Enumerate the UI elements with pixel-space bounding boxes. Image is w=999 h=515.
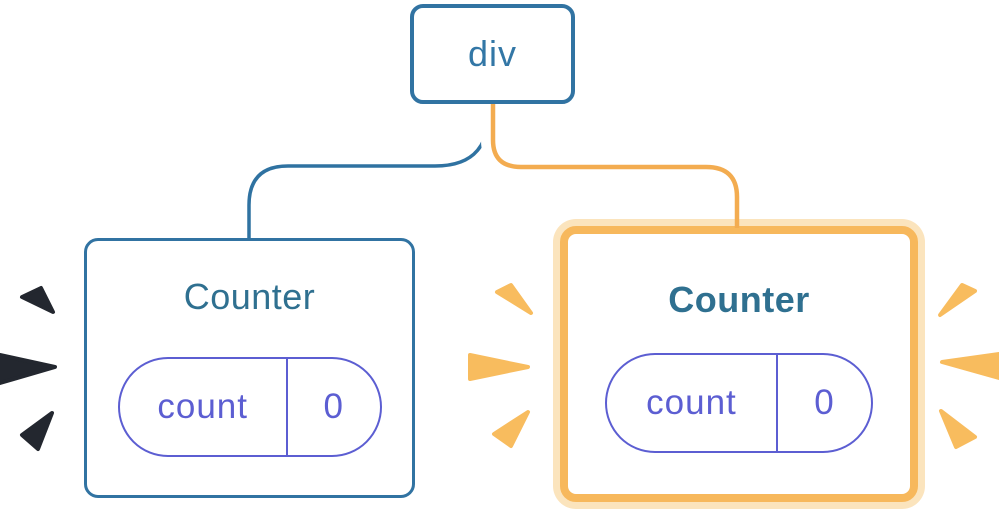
counter-title: Counter <box>668 279 810 320</box>
burst-wedge-icon <box>468 353 530 381</box>
counter-title: Counter <box>183 276 316 317</box>
node-div-label: div <box>467 33 518 74</box>
state-key: count <box>607 355 778 451</box>
node-counter-left: Counter count 0 <box>84 238 415 498</box>
burst-wedge-icon <box>0 353 57 385</box>
node-counter-right: Counter count 0 <box>560 226 918 502</box>
burst-right-counter-right <box>938 283 999 449</box>
edge-right-connector-halo <box>481 104 749 222</box>
state-pill: count 0 <box>605 353 873 453</box>
burst-right-counter-left <box>468 283 533 448</box>
state-pill: count 0 <box>117 357 382 457</box>
node-div: div <box>410 4 575 104</box>
state-value: 0 <box>814 383 835 422</box>
state-key: count <box>120 359 288 455</box>
edge-div-to-left-counter <box>247 103 492 240</box>
state-value: 0 <box>323 387 344 426</box>
burst-wedge-icon <box>938 283 977 317</box>
burst-wedge-icon <box>492 410 530 448</box>
burst-wedge-icon <box>20 411 54 451</box>
burst-wedge-icon <box>495 283 533 315</box>
burst-left-counter <box>0 286 57 451</box>
burst-wedge-icon <box>20 286 55 314</box>
burst-wedge-icon <box>939 409 977 449</box>
burst-wedge-icon <box>940 352 999 380</box>
